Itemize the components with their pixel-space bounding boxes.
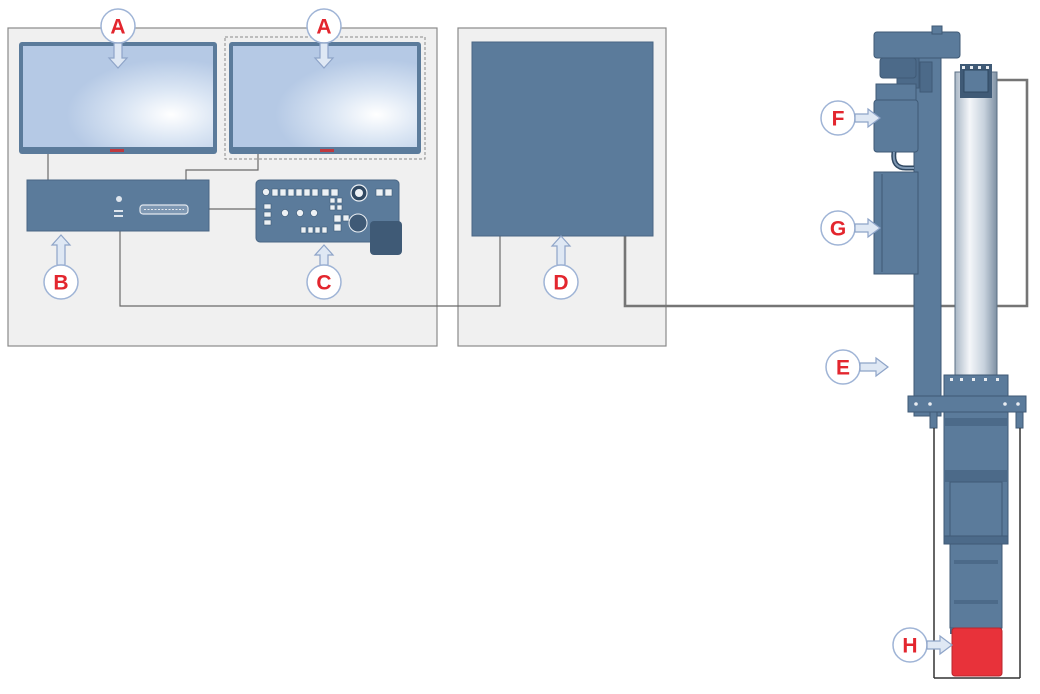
- label-bottom-part: H: [902, 635, 917, 658]
- control-panel: [255, 179, 402, 255]
- callout-e: E: [825, 349, 889, 385]
- column-top-head: [873, 31, 961, 59]
- callout-a-left: A: [100, 8, 136, 69]
- callout-f: F: [820, 100, 881, 136]
- callout-g: G: [820, 210, 881, 246]
- callout-c: C: [306, 244, 342, 300]
- column-flange: [907, 395, 1027, 413]
- cable-cabinet-to-column: [623, 78, 1029, 308]
- label-unit-f: F: [832, 108, 845, 131]
- cables: [47, 78, 1029, 308]
- callout-a-right: A: [306, 8, 342, 69]
- label-computer: B: [53, 272, 68, 295]
- unit-g: [873, 171, 919, 275]
- label-monitor-right: A: [316, 16, 331, 39]
- red-end-part: [951, 627, 1003, 677]
- unit-f: [873, 57, 919, 171]
- callout-d: D: [543, 235, 579, 300]
- label-control-panel: C: [316, 272, 331, 295]
- callout-b: B: [43, 234, 79, 300]
- cabinet: [471, 41, 654, 237]
- label-column: E: [836, 357, 850, 380]
- cable-computer-to-cabinet: [119, 230, 501, 307]
- column-assembly: [873, 25, 1027, 679]
- cable-monitor-right-to-computer: [185, 152, 259, 180]
- label-unit-g: G: [830, 218, 846, 241]
- callout-h: H: [892, 627, 953, 663]
- column-tube: [954, 71, 998, 383]
- label-monitor-left: A: [110, 16, 125, 39]
- computer-unit: [26, 179, 210, 232]
- label-cabinet: D: [553, 272, 568, 295]
